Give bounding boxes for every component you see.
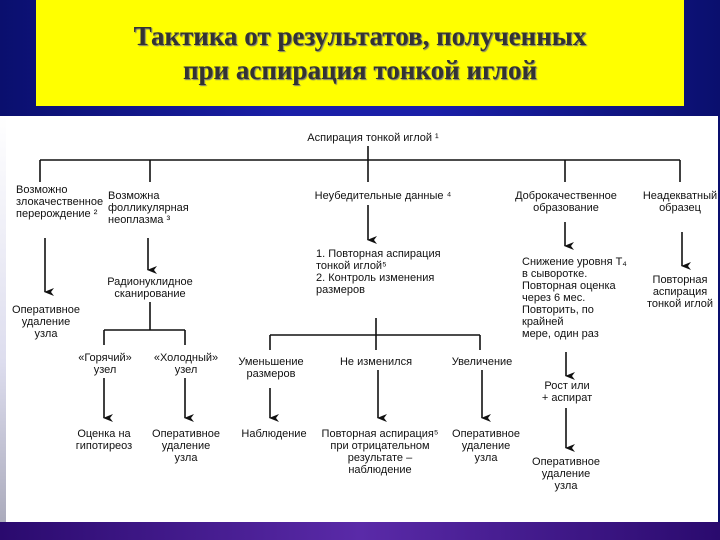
branch5-result-node: Повторная аспирация тонкой иглой [646, 274, 714, 310]
branch2-node: Возможна фолликулярная неоплазма ³ [108, 190, 189, 226]
branch4-result-node: Оперативное удаление узла [532, 456, 600, 492]
branch3-steps-node: 1. Повторная аспирация тонкой иглой⁵ 2. … [316, 248, 441, 296]
branch5-node: Неадекватный образец [642, 190, 718, 214]
decrease-node: Уменьшение размеров [238, 356, 304, 380]
branch1-node: Возможно злокачественное перерождение ² [16, 184, 104, 220]
root-node: Аспирация тонкой иглой ¹ [307, 132, 439, 144]
increase-result-node: Оперативное удаление узла [452, 428, 520, 464]
branch4-node: Доброкачественное образование [515, 190, 617, 214]
slide-title-line-1: Тактика от результатов, полученных [133, 21, 587, 51]
left-edge-strip [0, 116, 6, 526]
cold-result-node: Оперативное удаление узла [152, 428, 220, 464]
scan-node: Радионуклидное сканирование [107, 276, 193, 300]
title-banner: Тактика от результатов, полученных при а… [36, 0, 684, 106]
cold-node: «Холодный» узел [153, 352, 219, 376]
hot-result-node: Оценка на гипотиреоз [75, 428, 133, 452]
hot-node: «Горячий» узел [78, 352, 132, 376]
bottom-band [0, 522, 720, 540]
decrease-result-node: Наблюдение [241, 428, 307, 440]
increase-node: Увеличение [451, 356, 513, 368]
unchanged-node: Не изменился [339, 356, 413, 368]
branch1-result-node: Оперативное удаление узла [12, 304, 80, 340]
slide-title-line-2: при аспирация тонкой иглой [182, 55, 538, 85]
branch4-step-node: Снижение уровня Т₄ в сыворотке. Повторна… [522, 256, 627, 340]
branch3-node: Неубедительные данные ⁴ [314, 190, 452, 202]
unchanged-result-node: Повторная аспирация⁵ при отрицательном р… [321, 428, 439, 476]
flowchart-panel [6, 116, 718, 524]
branch4-growth-node: Рост или + аспират [541, 380, 593, 404]
